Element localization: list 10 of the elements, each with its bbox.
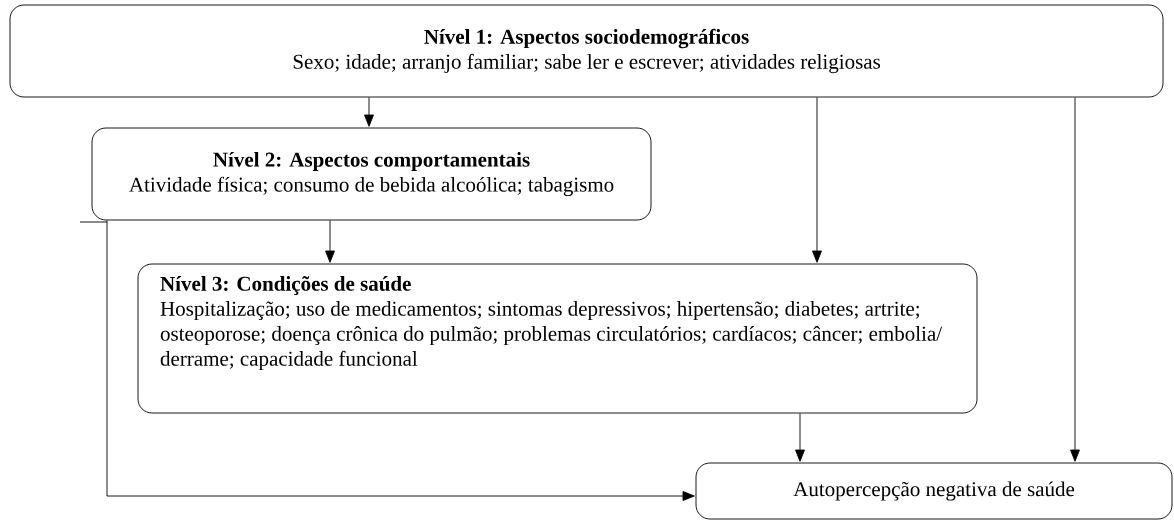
arrow bbox=[1070, 97, 1080, 462]
arrow bbox=[364, 97, 374, 127]
arrow bbox=[106, 220, 695, 501]
arrow bbox=[795, 413, 805, 462]
arrow bbox=[325, 220, 335, 263]
level-box: Nível 1: Aspectos sociodemográficos Sexo; idade; arranjo familiar; sabe ler e escrever; atividades religiosas bbox=[9, 4, 1164, 98]
level-box: Nível 2: Aspectos comportamentais Atividade física; consumo de bebida alcoólica; tabagismo bbox=[91, 127, 652, 221]
level-box: Nível 3: Condições de saúde Hospitalização; uso de medicamentos; sintomas depressivos; hipertensão; diabetes; artrite; osteoporose; doença crônica do pulmão; problemas circulatórios; cardíacos; câncer; embolia/ derrame; capacidade funcional bbox=[137, 263, 978, 414]
outcome-box: Autopercepção negativa de saúde bbox=[695, 462, 1173, 520]
arrow bbox=[812, 97, 822, 263]
